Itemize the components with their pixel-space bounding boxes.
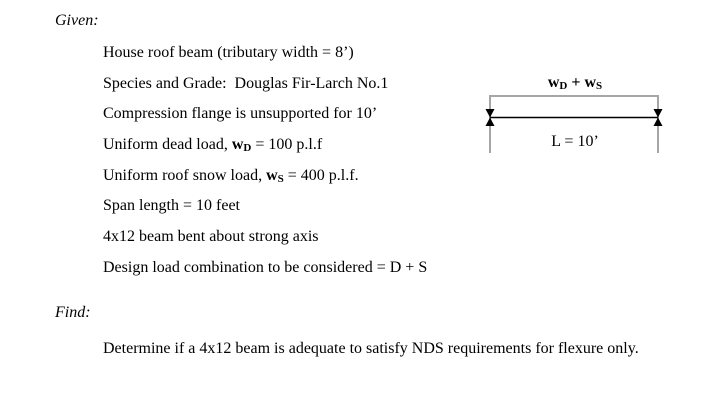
find-heading: Find: bbox=[55, 304, 91, 321]
given-item-text: 4x12 beam bent about strong axis bbox=[103, 228, 319, 246]
beam-diagram bbox=[485, 95, 663, 153]
given-item-text: Species and Grade: Douglas Fir-Larch No.… bbox=[103, 74, 389, 92]
dead-load-subscript: D bbox=[243, 142, 252, 155]
given-item-text: Uniform roof snow load, bbox=[103, 166, 267, 184]
given-item: Design load combination to be considered… bbox=[103, 253, 427, 284]
given-item-text: Design load combination to be considered… bbox=[103, 258, 428, 276]
span-length-label: L = 10’ bbox=[551, 133, 599, 150]
snow-load-subscript: S bbox=[277, 172, 284, 185]
given-item: Uniform dead load, wD = 100 p.l.f bbox=[103, 130, 427, 161]
given-item: House roof beam (tributary width = 8’) bbox=[103, 38, 427, 69]
given-list: House roof beam (tributary width = 8’) S… bbox=[103, 38, 427, 284]
given-item: Span length = 10 feet bbox=[103, 191, 427, 222]
given-item-text: House roof beam (tributary width = 8’) bbox=[103, 44, 354, 61]
given-item-text: = 100 p.l.f bbox=[251, 136, 323, 154]
load-label: wD + wS bbox=[547, 74, 603, 92]
right-support-marker bbox=[653, 109, 663, 126]
given-item-text: Uniform dead load, bbox=[103, 136, 232, 154]
dead-load-symbol: wD bbox=[231, 136, 252, 155]
given-item: Species and Grade: Douglas Fir-Larch No.… bbox=[103, 69, 427, 100]
given-heading: Given: bbox=[55, 12, 99, 29]
snow-load-symbol: wS bbox=[266, 166, 284, 185]
left-support-marker bbox=[485, 109, 495, 126]
given-item: 4x12 beam bent about strong axis bbox=[103, 222, 427, 253]
given-item-text: Span length = 10 feet bbox=[103, 197, 240, 215]
given-item-text: Compression flange is unsupported for 10… bbox=[103, 105, 378, 123]
find-statement: Determine if a 4x12 beam is adequate to … bbox=[103, 340, 639, 357]
given-item-text: = 400 p.l.f. bbox=[283, 166, 359, 184]
given-item: Uniform roof snow load, wS = 400 p.l.f. bbox=[103, 161, 427, 192]
load-label-subscript-d: D bbox=[559, 80, 568, 92]
load-label-subscript-s: S bbox=[596, 80, 603, 92]
given-item: Compression flange is unsupported for 10… bbox=[103, 99, 427, 130]
